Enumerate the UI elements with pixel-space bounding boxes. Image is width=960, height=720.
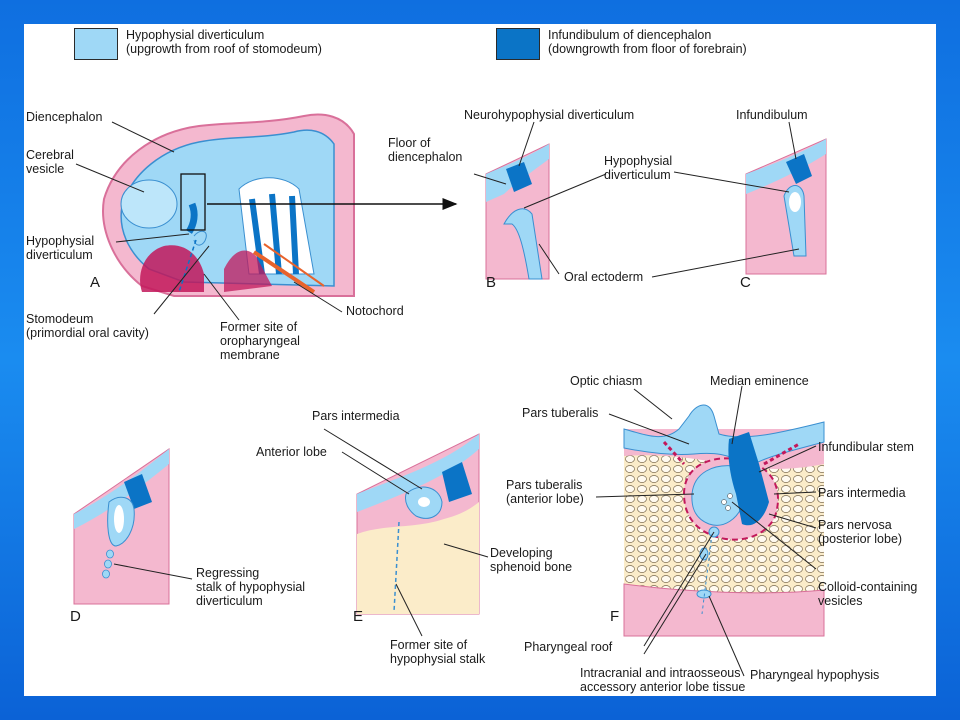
- diagram-drawing: [73, 113, 827, 677]
- panel-letter-b: B: [486, 274, 497, 291]
- label-median-eminence: Median eminence: [710, 374, 809, 388]
- label-oral-ectoderm: Oral ectoderm: [564, 270, 644, 284]
- label-former-site-stalk: Former site of hypophysial stalk: [390, 638, 486, 666]
- label-anterior-lobe: Anterior lobe: [256, 445, 327, 459]
- label-former-site-oropharyngeal: Former site of oropharyngeal membrane: [220, 320, 300, 362]
- leader-lines: [75, 121, 817, 677]
- diagram-panel: Hypophysial diverticulum (upgrowth from …: [24, 24, 936, 696]
- label-diencephalon: Diencephalon: [26, 110, 103, 124]
- label-pharyngeal-hypophysis: Pharyngeal hypophysis: [750, 668, 880, 682]
- legend-swatch-dark: [496, 28, 540, 60]
- panel-letter-c: C: [740, 274, 751, 291]
- legend-light-sub: (upgrowth from roof of stomodeum): [126, 42, 322, 56]
- label-intracranial-tissue: Intracranial and intraosseous accessory …: [580, 666, 746, 694]
- legend-light-title: Hypophysial diverticulum: [126, 28, 265, 42]
- panel-e-drawing: [356, 433, 480, 615]
- panel-letter-e: E: [353, 608, 364, 625]
- label-pars-tuberalis: Pars tuberalis: [522, 406, 599, 420]
- panel-letter-a: A: [90, 274, 101, 291]
- legend-dark-title: Infundibulum of diencephalon: [548, 28, 712, 42]
- label-cerebral-vesicle: Cerebral vesicle: [26, 148, 74, 176]
- label-stomodeum: Stomodeum (primordial oral cavity): [26, 312, 149, 340]
- label-pharyngeal-roof: Pharyngeal roof: [524, 640, 613, 654]
- legend-dark-sub: (downgrowth from floor of forebrain): [548, 42, 747, 56]
- label-developing-sphenoid: Developing sphenoid bone: [490, 546, 573, 574]
- label-colloid-vesicles: Colloid-containing vesicles: [818, 580, 918, 608]
- label-infundibular-stem: Infundibular stem: [818, 440, 914, 454]
- panel-a-drawing: [102, 113, 458, 297]
- panel-letter-d: D: [70, 608, 81, 625]
- label-pars-intermedia-e: Pars intermedia: [312, 409, 400, 423]
- label-pars-tuberalis-anterior: Pars tuberalis (anterior lobe): [506, 478, 584, 506]
- panel-c-drawing: [745, 138, 827, 275]
- label-pars-intermedia-f: Pars intermedia: [818, 486, 906, 500]
- label-neurohypophysial-diverticulum: Neurohypophysial diverticulum: [464, 108, 635, 122]
- panel-b-drawing: [485, 143, 550, 280]
- label-infundibulum: Infundibulum: [736, 108, 808, 122]
- panel-letter-f: F: [610, 608, 620, 625]
- label-notochord: Notochord: [346, 304, 404, 318]
- label-pars-nervosa: Pars nervosa (posterior lobe): [818, 518, 903, 546]
- legend-swatch-light: [74, 28, 118, 60]
- label-regressing-stalk: Regressing stalk of hypophysial divertic…: [196, 566, 306, 608]
- label-floor-of-diencephalon: Floor of diencephalon: [388, 136, 463, 164]
- label-optic-chiasm: Optic chiasm: [570, 374, 643, 388]
- label-hypophysial-diverticulum-b: Hypophysial diverticulum: [604, 154, 673, 182]
- panel-f-drawing: [623, 404, 825, 637]
- label-hypophysial-diverticulum-a: Hypophysial diverticulum: [26, 234, 95, 262]
- panel-d-drawing: [73, 448, 170, 605]
